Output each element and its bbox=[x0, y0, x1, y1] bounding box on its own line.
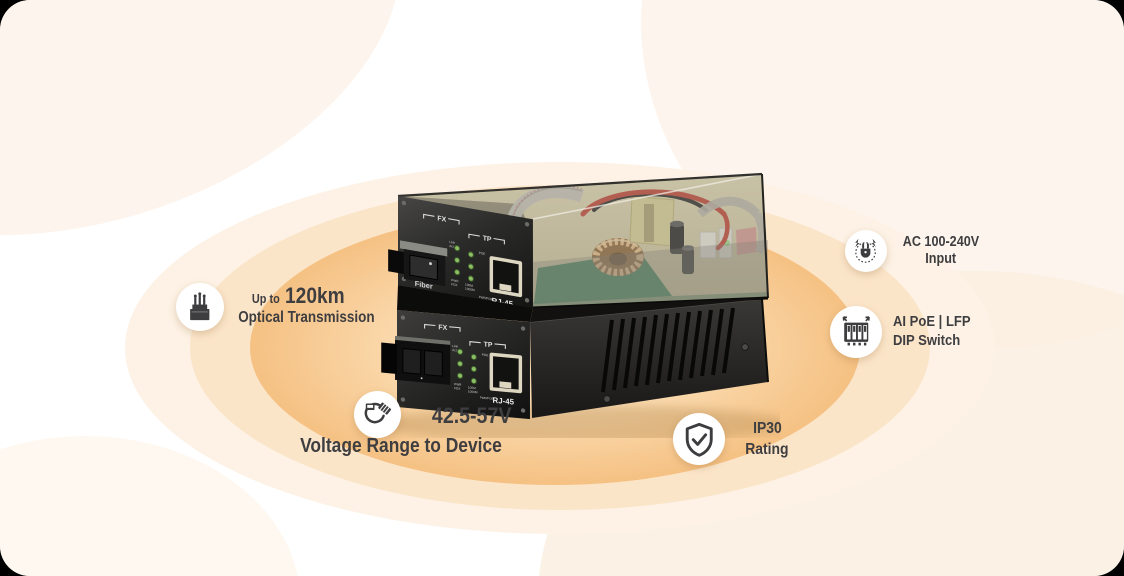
rj45-sublabel: PWR/POE bbox=[479, 295, 493, 301]
feature-ac-input: AC 100-240V Input bbox=[845, 230, 989, 272]
transparent-cover bbox=[398, 173, 768, 308]
bottom-unit: FX TP Link Act POE bbox=[381, 298, 769, 420]
panel-label-fx: FX bbox=[437, 215, 446, 224]
power-plug-icon bbox=[845, 230, 887, 272]
sc-fiber-connector bbox=[388, 240, 448, 287]
svg-text:FDX: FDX bbox=[451, 282, 458, 287]
optical-distance: Up to 120km bbox=[251, 283, 345, 308]
shield-check-icon bbox=[673, 413, 725, 465]
svg-text:Act: Act bbox=[452, 348, 457, 352]
fiber-connector-icon bbox=[176, 283, 224, 331]
svg-text:FDX: FDX bbox=[454, 386, 461, 391]
wire-connectors bbox=[699, 227, 757, 259]
led-indicators: Link Act POE PWR FDX 100M 1000M bbox=[449, 240, 486, 293]
rj45-sublabel: PWR/POE bbox=[480, 396, 494, 401]
toroid-inductor bbox=[592, 238, 644, 276]
dip-switch-line1: AI PoE | LFP bbox=[893, 313, 971, 330]
panel-label-fiber: Fiber bbox=[415, 279, 433, 291]
feature-dip-switch: AI PoE | LFP DIP Switch bbox=[830, 306, 982, 358]
sc-fiber-connector bbox=[381, 335, 451, 385]
svg-text:1000M: 1000M bbox=[468, 389, 478, 394]
svg-text:Link: Link bbox=[449, 240, 455, 245]
capacitors bbox=[670, 220, 694, 274]
voltage-value: 42.5-57V bbox=[431, 403, 512, 428]
dip-switch-line2: DIP Switch bbox=[893, 331, 961, 349]
screw bbox=[741, 343, 749, 351]
rj45-port bbox=[489, 352, 523, 394]
svg-text:PWR: PWR bbox=[454, 382, 462, 387]
ethernet-cable-icon bbox=[354, 391, 401, 438]
ip30-line1: IP30 bbox=[752, 420, 782, 437]
svg-text:POE: POE bbox=[482, 353, 489, 358]
ac-input-line1: AC 100-240V bbox=[902, 234, 980, 250]
bottom-unit-front-panel: FX TP Link Act POE bbox=[381, 310, 530, 420]
svg-text:1000M: 1000M bbox=[465, 287, 475, 293]
panel-label-rj45: RJ-45 bbox=[493, 396, 515, 407]
svg-text:POE: POE bbox=[479, 251, 486, 256]
svg-text:Link: Link bbox=[452, 344, 458, 349]
dip-switch-icon bbox=[830, 306, 882, 358]
svg-text:Act: Act bbox=[449, 244, 454, 249]
screw bbox=[603, 395, 611, 403]
led-indicators: Link Act POE PWR FDX 100M 1000M bbox=[452, 344, 489, 394]
ventilation-slots bbox=[601, 307, 735, 393]
panel-label-tp: TP bbox=[483, 235, 492, 244]
optical-label: Optical Transmission bbox=[238, 309, 375, 327]
panel-label-tp: TP bbox=[484, 341, 493, 349]
svg-text:100M: 100M bbox=[465, 283, 473, 288]
rj45-port bbox=[489, 256, 523, 298]
feature-optical-transmission: Up to 120km Optical Transmission bbox=[176, 283, 375, 331]
panel-label-fx: FX bbox=[438, 324, 447, 332]
svg-text:PWR: PWR bbox=[451, 278, 459, 283]
ac-input-line2: Input bbox=[925, 251, 957, 268]
unit-seam bbox=[397, 285, 533, 322]
feature-ip30-rating: IP30 Rating bbox=[673, 413, 799, 465]
voltage-label: Voltage Range to Device bbox=[300, 435, 502, 457]
svg-text:100M: 100M bbox=[468, 385, 476, 390]
top-unit-front-panel: FX TP Fiber Link Act POE bbox=[388, 196, 533, 309]
top-unit: FX TP Fiber Link Act POE bbox=[388, 172, 769, 322]
ip30-line2: Rating bbox=[745, 440, 789, 458]
feature-voltage-range: 42.5-57V Voltage Range to Device bbox=[300, 391, 614, 461]
